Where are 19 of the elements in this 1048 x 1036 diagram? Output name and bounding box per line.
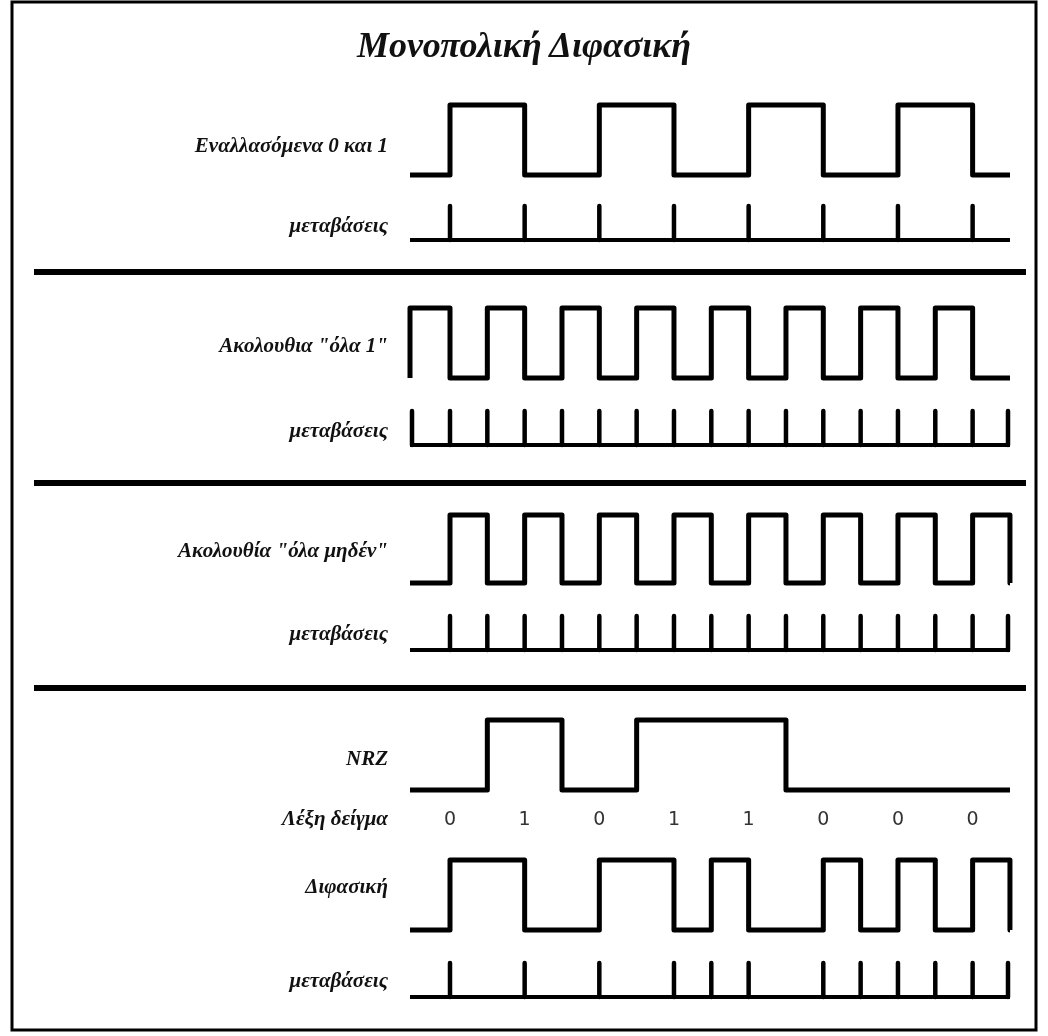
row-label: μεταβάσεις bbox=[289, 212, 388, 238]
row-label: Λέξη δείγμα bbox=[281, 805, 388, 831]
row-label: μεταβάσεις bbox=[289, 417, 388, 443]
bit-value: 1 bbox=[667, 807, 680, 829]
bit-value: 1 bbox=[518, 807, 531, 829]
bit-value: 0 bbox=[817, 807, 830, 829]
bit-value: 0 bbox=[443, 807, 457, 829]
bit-value: 0 bbox=[593, 807, 606, 829]
row-label: Ακολουθία "όλα μηδέν" bbox=[177, 537, 388, 563]
bit-value: 0 bbox=[891, 807, 904, 829]
bit-value: 1 bbox=[742, 807, 755, 829]
diagram-title: Μονοπολική Διφασική bbox=[356, 24, 692, 66]
row-label: Διφασική bbox=[305, 873, 388, 899]
row-label: μεταβάσεις bbox=[289, 967, 388, 993]
row-label: μεταβάσεις bbox=[289, 620, 388, 646]
row-label: Εναλλασόμενα 0 και 1 bbox=[194, 132, 388, 158]
bit-value: 0 bbox=[966, 807, 979, 829]
row-label: NRZ bbox=[346, 745, 388, 771]
row-label: Ακολουθια "όλα 1" bbox=[219, 332, 388, 358]
